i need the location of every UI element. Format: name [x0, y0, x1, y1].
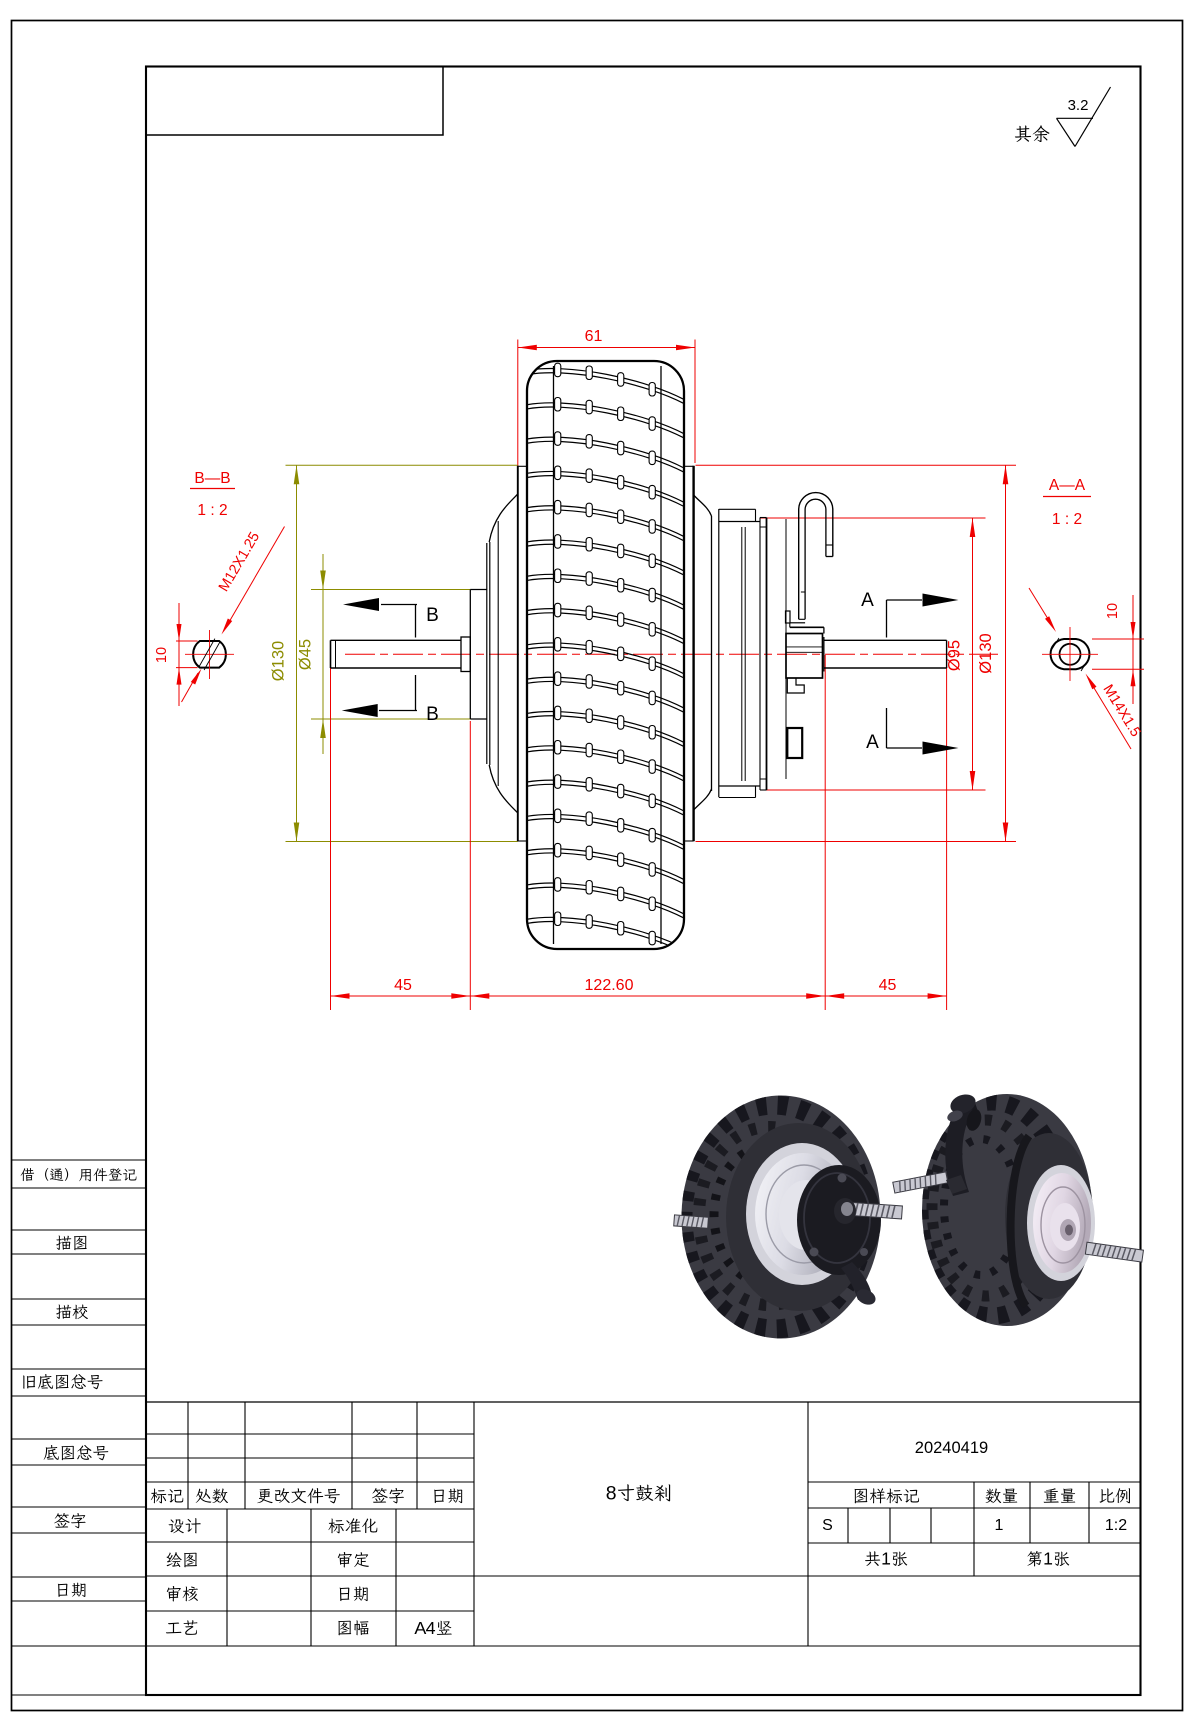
svg-text:A—A: A—A: [1049, 477, 1086, 494]
svg-text:1 : 2: 1 : 2: [197, 502, 227, 519]
svg-text:61: 61: [585, 328, 603, 345]
svg-text:S: S: [822, 1517, 833, 1534]
svg-text:10: 10: [154, 647, 170, 663]
svg-text:122.60: 122.60: [585, 977, 634, 994]
svg-text:8: 8: [606, 1482, 617, 1504]
svg-text:1 : 2: 1 : 2: [1052, 511, 1082, 528]
svg-text:1: 1: [995, 1517, 1004, 1534]
svg-text:45: 45: [394, 977, 412, 994]
svg-text:1:2: 1:2: [1105, 1517, 1127, 1534]
svg-text:A: A: [861, 590, 874, 611]
svg-text:Ø130: Ø130: [977, 633, 995, 673]
svg-text:1: 1: [881, 1549, 891, 1569]
svg-text:A: A: [866, 732, 879, 753]
svg-text:Ø45: Ø45: [297, 639, 315, 670]
svg-text:Ø95: Ø95: [946, 640, 964, 671]
svg-text:1: 1: [1043, 1549, 1053, 1569]
svg-text:B—B: B—B: [194, 470, 230, 487]
svg-text:4: 4: [426, 1618, 436, 1638]
svg-text:Ø130: Ø130: [270, 641, 288, 681]
svg-text:20240419: 20240419: [915, 1439, 988, 1457]
svg-text:45: 45: [879, 977, 897, 994]
svg-text:10: 10: [1105, 603, 1121, 619]
svg-text:B: B: [426, 704, 439, 725]
svg-text:3.2: 3.2: [1068, 97, 1089, 114]
svg-text:B: B: [426, 605, 439, 626]
svg-text:A: A: [414, 1618, 426, 1638]
